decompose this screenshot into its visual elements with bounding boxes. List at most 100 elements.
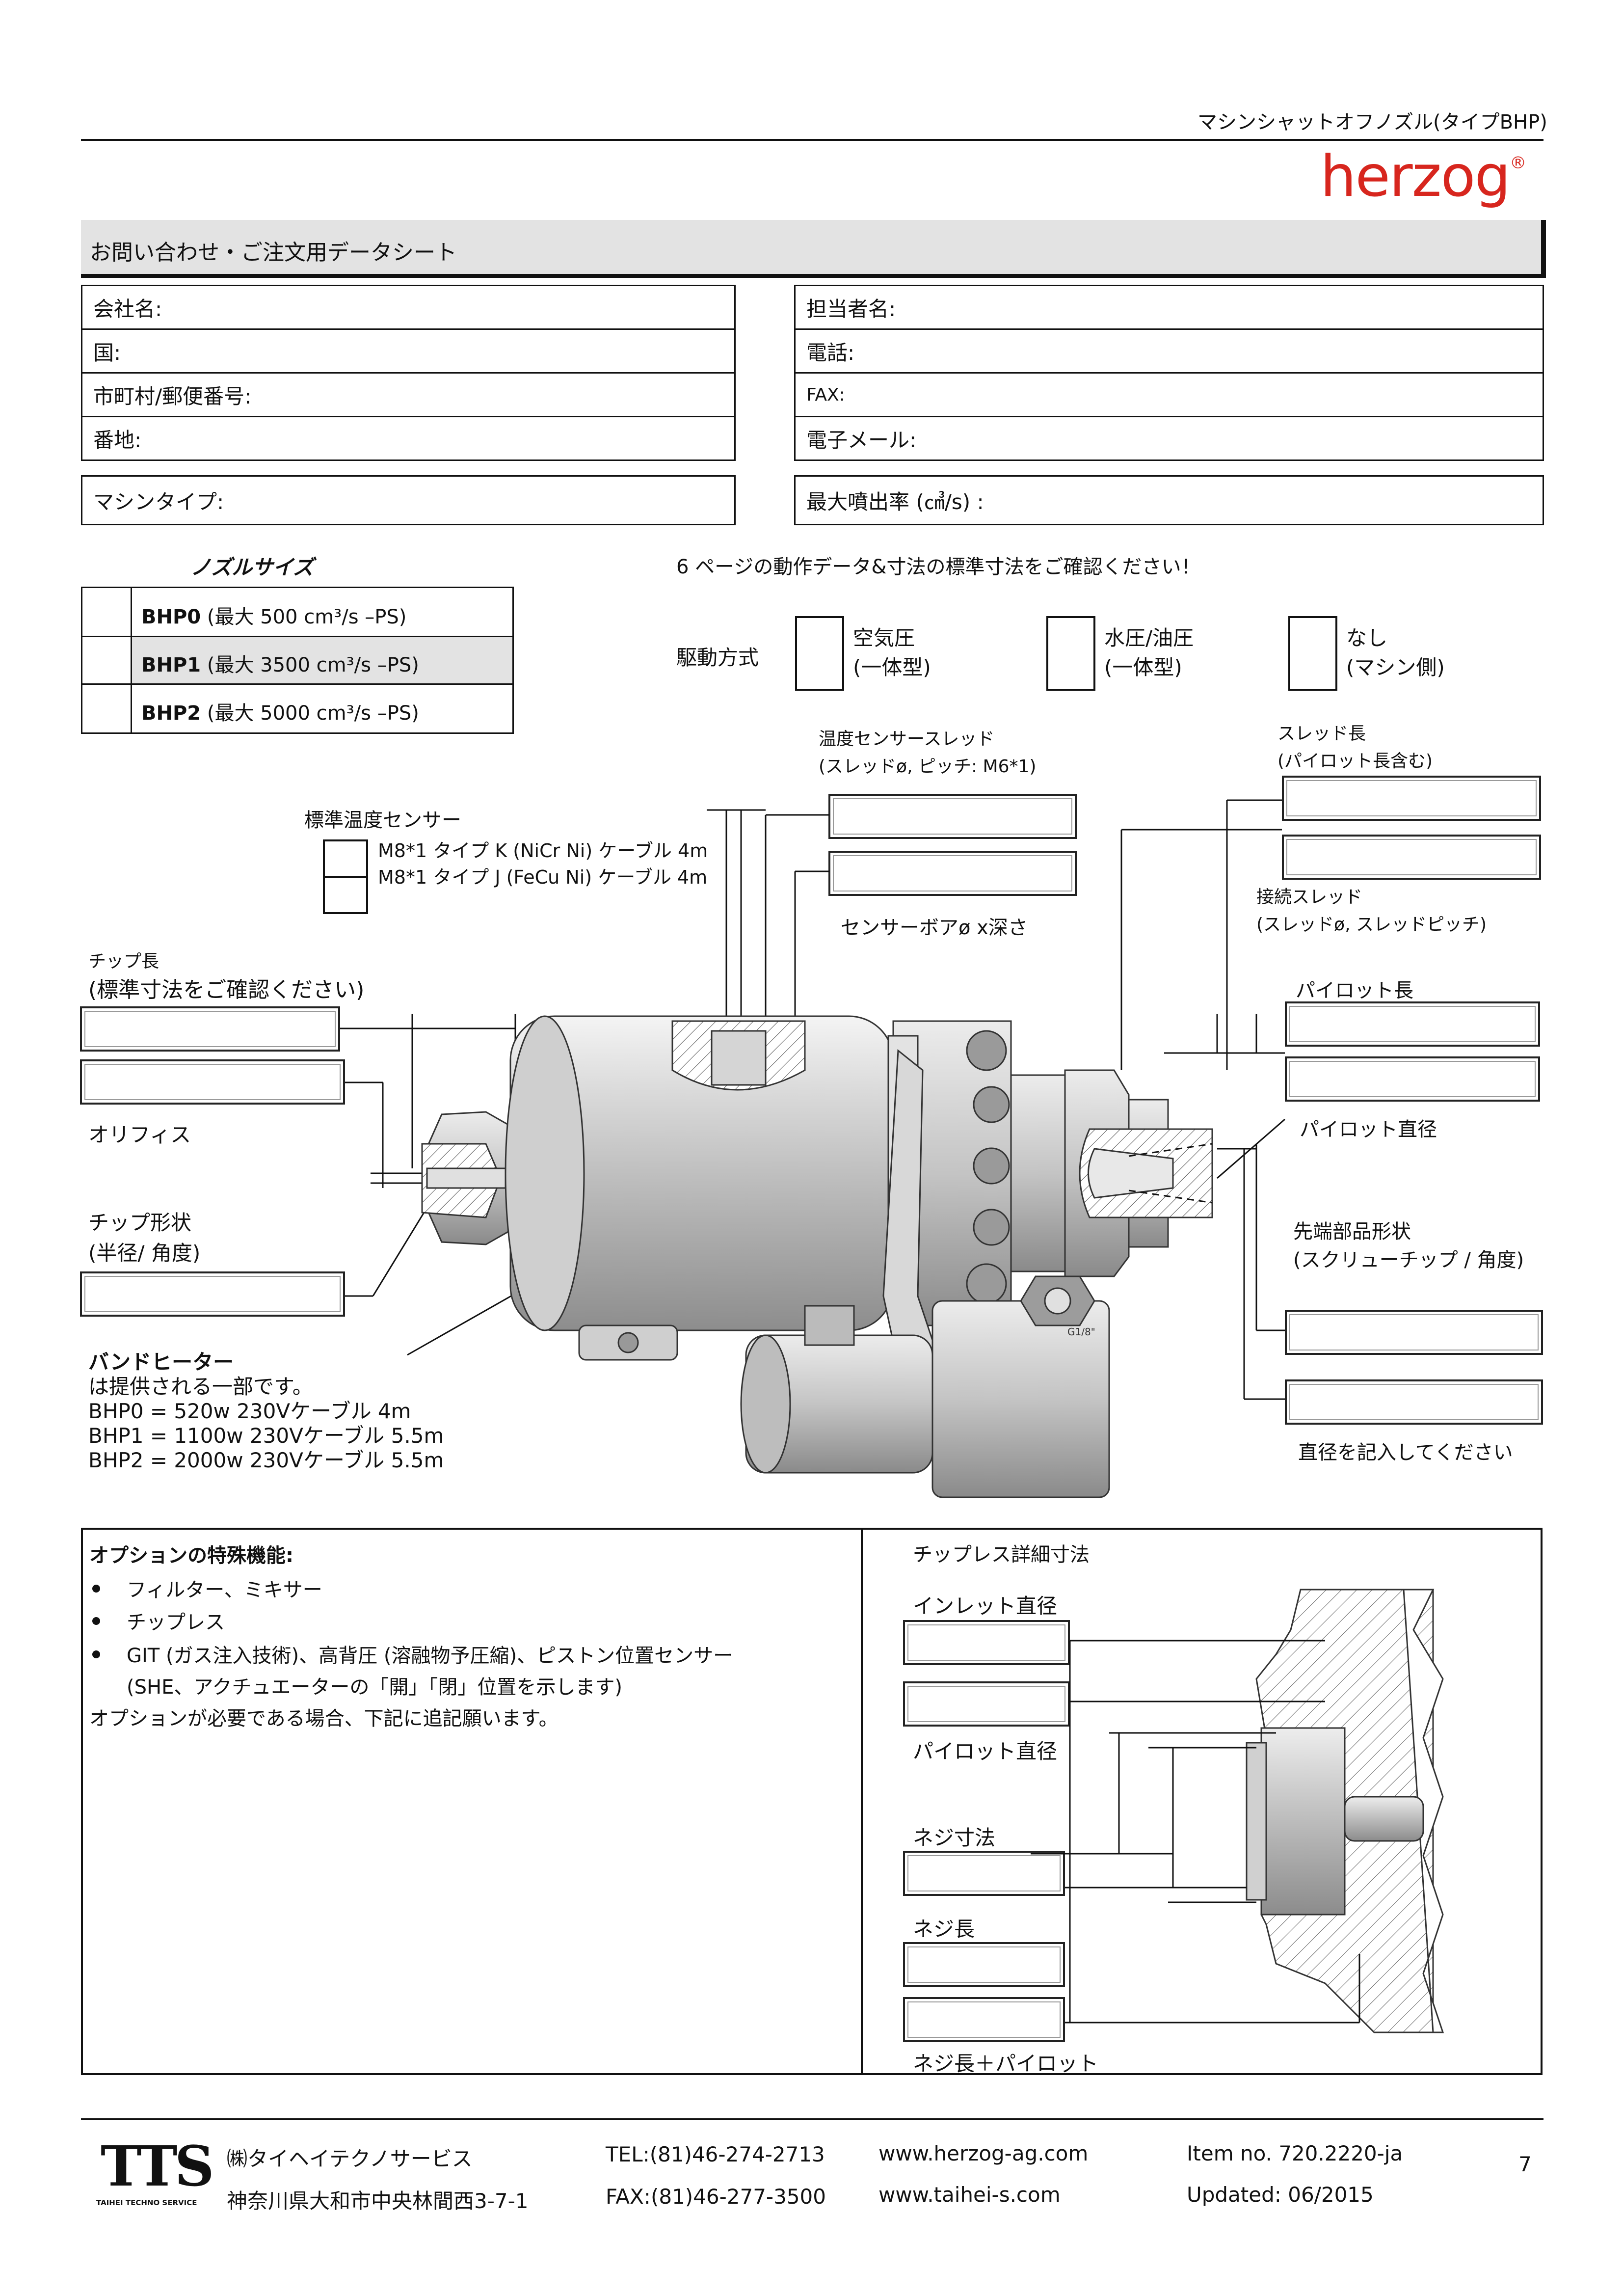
nozzle-illustration: G1/8" — [340, 799, 1285, 1498]
footer-address: 神奈川県大和市中央林間西3-7-1 — [227, 2189, 529, 2213]
tipless-diagram — [1031, 1589, 1444, 2033]
section-title-bar: お問い合わせ・ご注文用データシート — [81, 220, 1546, 278]
tipless-thread-length-input[interactable] — [903, 1942, 1065, 1987]
footer-fax: FAX:(81)46-277-3500 — [606, 2185, 826, 2209]
email-label: 電子メール: — [806, 428, 917, 452]
pilot-connection — [1010, 1069, 1213, 1277]
temp-sensor-thread-label: 温度センサースレッド(スレッドø, ピッチ: M6*1) — [819, 729, 1037, 777]
row-highlight — [132, 637, 512, 683]
tipless-title: チップレス詳細寸法 — [913, 1543, 1090, 1566]
temp-sensor-thread-input[interactable] — [828, 794, 1077, 839]
connection-thread-input[interactable] — [1282, 835, 1541, 880]
tipless-pilot-diameter-label: パイロット直径 — [913, 1739, 1058, 1763]
pilot-diameter-label: パイロット直径 — [1300, 1118, 1437, 1141]
drive-pneumatic-label: 空気圧(一体型) — [853, 626, 931, 679]
thread-size-input[interactable] — [903, 1851, 1065, 1896]
sensor-bore-label: センサーボアø x深さ — [841, 917, 1028, 939]
tip-part-diameter-input[interactable] — [1285, 1379, 1543, 1425]
thread-length-pilot-label: ネジ長＋パイロット — [913, 2052, 1099, 2076]
max-output-label: 最大噴出率 (㎤/s) : — [806, 489, 984, 514]
tip-part-shape-label: 先端部品形状(スクリューチップ / 角度) — [1293, 1220, 1524, 1271]
email-field[interactable]: 電子メール: — [794, 416, 1544, 461]
tts-logo: TTS — [101, 2134, 214, 2199]
nozzle-row-bhp2: BHP2 (最大 5000 cm³/s –PS) — [141, 702, 419, 725]
fax-label: FAX: — [806, 384, 845, 405]
sensor-type-j-checkbox[interactable] — [323, 876, 368, 914]
option-item-tipless: チップレス — [127, 1611, 225, 1634]
connection-thread-label: 接続スレッド(スレッドø, スレッドピッチ) — [1256, 887, 1487, 935]
pilot-diameter-input[interactable] — [1285, 1056, 1540, 1102]
nozzle-row-bhp0: BHP0 (最大 500 cm³/s –PS) — [141, 606, 407, 628]
table-divider — [131, 588, 132, 732]
tipless-pilot-diameter-input[interactable] — [903, 1681, 1070, 1727]
page6-note: 6 ページの動作データ&寸法の標準寸法をご確認ください！ — [676, 556, 1201, 578]
pilot-length-input[interactable] — [1285, 1001, 1540, 1047]
street-address-label: 番地: — [93, 428, 142, 452]
options-panel — [81, 1528, 1543, 2075]
nozzle-size-heading: ノズルサイズ — [190, 555, 314, 579]
tip-part-shape-input[interactable] — [1285, 1310, 1543, 1355]
nozzle-row-bhp1: BHP1 (最大 3500 cm³/s –PS) — [141, 654, 419, 676]
city-postcode-label: 市町村/郵便番号: — [93, 384, 252, 408]
max-output-field[interactable]: 最大噴出率 (㎤/s) : — [794, 475, 1544, 525]
footer-company: ㈱タイヘイテクノサービス — [227, 2147, 473, 2171]
bullet-icon — [92, 1617, 100, 1625]
tip-length-input[interactable] — [80, 1006, 340, 1052]
drive-pneumatic-checkbox[interactable] — [795, 616, 844, 691]
tip-shape-label: チップ形状(半径/ 角度) — [88, 1211, 201, 1265]
fitting-label: G1/8" — [1067, 1326, 1095, 1338]
thread-length-pilot-input[interactable] — [903, 1997, 1065, 2042]
inlet-diameter-input[interactable] — [903, 1620, 1070, 1665]
phone-label: 電話: — [806, 340, 855, 365]
bullet-icon — [92, 1650, 100, 1658]
table-divider — [82, 636, 512, 637]
option-item-filter: フィルター、ミキサー — [127, 1579, 322, 1601]
drive-hydraulic-checkbox[interactable] — [1046, 616, 1095, 691]
drive-none-checkbox[interactable] — [1288, 616, 1337, 691]
pilot-length-label: パイロット長 — [1296, 979, 1413, 1002]
country-label: 国: — [93, 340, 121, 365]
section-title: お問い合わせ・ご注文用データシート — [90, 240, 457, 265]
page-number: 7 — [1518, 2152, 1532, 2176]
contact-person-label: 担当者名: — [806, 297, 896, 321]
options-divider — [861, 1530, 863, 2075]
company-name-label: 会社名: — [93, 297, 162, 321]
tip-length-label: チップ長(標準寸法をご確認ください) — [88, 951, 365, 1002]
footer-web-herzog[interactable]: www.herzog-ag.com — [878, 2141, 1089, 2165]
tip-shape-input[interactable] — [80, 1271, 345, 1317]
std-temp-sensor-heading: 標準温度センサー — [304, 809, 461, 832]
drive-hydraulic-label: 水圧/油圧(一体型) — [1104, 626, 1194, 679]
footer-rule — [81, 2118, 1543, 2120]
option-item-git: GIT (ガス注入技術)、高背圧 (溶融物予圧縮)、ピストン位置センサー — [127, 1645, 733, 1667]
herzog-logo: herzog® — [1320, 143, 1526, 210]
option-item-git-cont: (SHE、アクチュエーターの「開」「閉」位置を示します) — [127, 1676, 622, 1699]
footer-web-taihei[interactable]: www.taihei-s.com — [878, 2183, 1061, 2207]
street-address-field[interactable]: 番地: — [81, 416, 736, 461]
footer-tel: TEL:(81)46-274-2713 — [606, 2142, 825, 2166]
heater-band — [505, 1015, 894, 1361]
nozzle-size-table: BHP0 (最大 500 cm³/s –PS) BHP1 (最大 3500 cm… — [81, 587, 514, 734]
tipless-thread-length-label: ネジ長 — [913, 1917, 975, 1941]
orifice-input[interactable] — [80, 1059, 345, 1105]
footer-item-number: Item no. 720.2220-ja — [1187, 2141, 1403, 2165]
header-rule — [81, 139, 1543, 141]
thread-size-label: ネジ寸法 — [913, 1826, 996, 1850]
bullet-icon — [92, 1585, 100, 1593]
table-divider — [82, 683, 512, 685]
thread-length-label: スレッド長(パイロット長含む) — [1277, 724, 1433, 771]
sensor-bore-input[interactable] — [828, 851, 1077, 896]
band-heater-note: バンドヒーターは提供される一部です。BHP0 = 520w 230Vケーブル 4… — [88, 1350, 444, 1472]
actuator: G1/8" — [740, 1049, 1110, 1498]
tts-logo-subtitle: TAIHEI TECHNO SERVICE — [96, 2198, 197, 2207]
machine-type-field[interactable]: マシンタイプ: — [81, 475, 736, 525]
machine-type-label: マシンタイプ: — [93, 489, 224, 514]
sensor-type-j-label: M8*1 タイプ J (FeCu Ni) ケーブル 4m — [378, 866, 708, 888]
drive-none-label: なし(マシン側) — [1346, 626, 1445, 679]
orifice-label: オリフィス — [88, 1123, 191, 1147]
document-title: マシンシャットオフノズル(タイプBHP) — [1197, 111, 1547, 134]
nozzle-tip — [421, 1111, 521, 1245]
footer-updated: Updated: 06/2015 — [1187, 2183, 1374, 2207]
thread-length-input[interactable] — [1282, 776, 1541, 821]
inlet-diameter-label: インレット直径 — [913, 1594, 1058, 1618]
sensor-type-k-label: M8*1 タイプ K (NiCr Ni) ケーブル 4m — [378, 840, 708, 862]
